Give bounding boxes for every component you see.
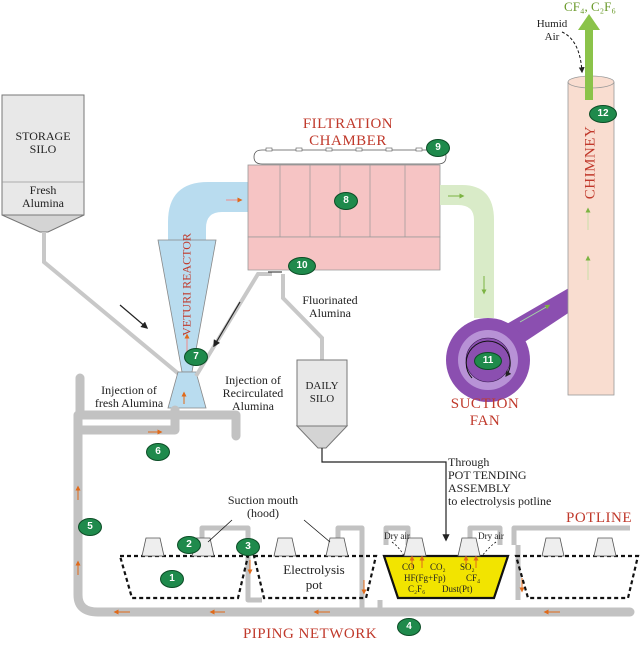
storage-silo [1, 94, 85, 233]
storage-silo-label-line1: STORAGE [15, 129, 71, 143]
badge-3: 3 [236, 538, 260, 556]
top-gases-label: CF₄, C₂F₆ [564, 0, 616, 14]
injection-recirculated-label-line2: Recirculated [222, 386, 284, 400]
electrolysis-pot-label-line2: pot [305, 577, 323, 592]
potline-label: POTLINE [566, 510, 632, 526]
gas-co: CO [402, 562, 415, 572]
pot-tending-label-line3: ASSEMBLY [448, 481, 511, 495]
storage-silo-label-line2: SILO [29, 142, 57, 156]
dry-air-right-pointer [481, 541, 497, 557]
chamber-to-fan-duct [440, 185, 494, 318]
dry-air-left-label: Dry air [384, 531, 410, 541]
electrolysis-pot-label: Electrolysis pot [262, 562, 366, 592]
badge-5: 5 [78, 518, 102, 536]
fresh-alumina-label: Fresh Alumina [4, 184, 82, 210]
piping-flow-arrows [75, 391, 560, 615]
suction-mouth-pointers [207, 519, 331, 543]
electrolysis-pot-label-line1: Electrolysis [283, 562, 345, 577]
gas-dust: Dust(Pt) [442, 584, 473, 594]
badge-8: 8 [334, 192, 358, 210]
dry-air-left-pointer [391, 541, 405, 557]
electrolysis-pot-3-active [382, 537, 510, 600]
fluorinated-alumina-label: Fluorinated Alumina [290, 294, 370, 320]
daily-silo [295, 359, 349, 449]
badge-4: 4 [397, 618, 421, 636]
badge-11: 11 [474, 352, 502, 370]
badge-9: 9 [426, 139, 450, 157]
venturi-reactor [157, 239, 217, 409]
badge-7: 7 [184, 348, 208, 366]
suction-fan-label-line1: SUCTION [450, 396, 520, 412]
fresh-alumina-feed-line [42, 232, 182, 377]
humid-air-label: Humid Air [530, 18, 574, 44]
chimney-label: CHIMNEY [582, 125, 599, 200]
gas-hf: HF(Fg+Fp) [404, 573, 446, 583]
suction-mouth-label: Suction mouth (hood) [208, 494, 318, 520]
gas-co2: CO₂ [430, 562, 446, 572]
pot-tending-label-line2: POT TENDING [448, 468, 527, 482]
injection-recirculated-label: Injection of Recirculated Alumina [214, 374, 292, 413]
recirculated-alumina-arrow [213, 301, 241, 348]
fluorinated-alumina-label-line1: Fluorinated [302, 293, 358, 307]
hood-pipes [199, 525, 630, 612]
injection-fresh-label: Injection of fresh Alumina [88, 384, 170, 410]
suction-fan-label-line2: FAN [469, 413, 501, 429]
daily-silo-label-line1: DAILY [305, 380, 339, 392]
fluorinated-alumina-line [281, 274, 324, 360]
chimney [561, 14, 615, 396]
badge-12: 12 [589, 105, 617, 123]
daily-silo-label-line2: SILO [309, 393, 335, 405]
suction-fan-label: SUCTION FAN [440, 396, 530, 430]
pot-tending-label: Through POT TENDING ASSEMBLY to electrol… [448, 456, 598, 508]
filtration-chamber-label-line1: FILTRATION [302, 116, 394, 132]
humid-air-label-line2: Air [544, 31, 560, 43]
pot-tending-label-line4: to electrolysis potline [448, 494, 552, 508]
daily-silo-label: DAILY SILO [297, 380, 347, 406]
reactor-to-chamber-duct [168, 182, 248, 240]
suction-mouth-label-line2: (hood) [247, 506, 279, 520]
gas-cf4: CF₄ [466, 573, 481, 583]
fresh-alumina-label-line1: Fresh [29, 183, 57, 197]
badge-1: 1 [160, 570, 184, 588]
gas-so2: SO₂ [460, 562, 475, 572]
gas-c2f6: C₂F₆ [408, 584, 426, 594]
injection-recirculated-label-line1: Injection of [225, 373, 281, 387]
electrolysis-pot-2 [252, 537, 378, 600]
injection-fresh-label-line2: fresh Alumina [94, 396, 164, 410]
humid-air-label-line1: Humid [536, 18, 568, 30]
fluorinated-alumina-label-line2: Alumina [309, 306, 351, 320]
injection-fresh-label-line1: Injection of [101, 383, 157, 397]
fresh-alumina-label-line2: Alumina [22, 196, 64, 210]
venturi-reactor-label: VETURI REACTOR [179, 233, 194, 336]
storage-silo-label: STORAGE SILO [4, 130, 82, 156]
injection-recirculated-label-line3: Alumina [232, 399, 274, 413]
fresh-alumina-arrow [119, 304, 149, 329]
piping-network-label: PIPING NETWORK [242, 626, 378, 642]
piping-network [73, 373, 635, 617]
badge-6: 6 [146, 443, 170, 461]
dry-air-right-label: Dry air [478, 531, 504, 541]
suction-mouth-label-line1: Suction mouth [227, 493, 299, 507]
filtration-chamber-label: FILTRATION CHAMBER [292, 116, 404, 150]
pot-tending-label-line1: Through [448, 455, 490, 469]
badge-10: 10 [288, 257, 316, 275]
electrolysis-pot-4 [514, 537, 640, 600]
filtration-chamber-label-line2: CHAMBER [309, 133, 387, 149]
badge-2: 2 [177, 536, 201, 554]
pot-tending-line [321, 448, 450, 542]
